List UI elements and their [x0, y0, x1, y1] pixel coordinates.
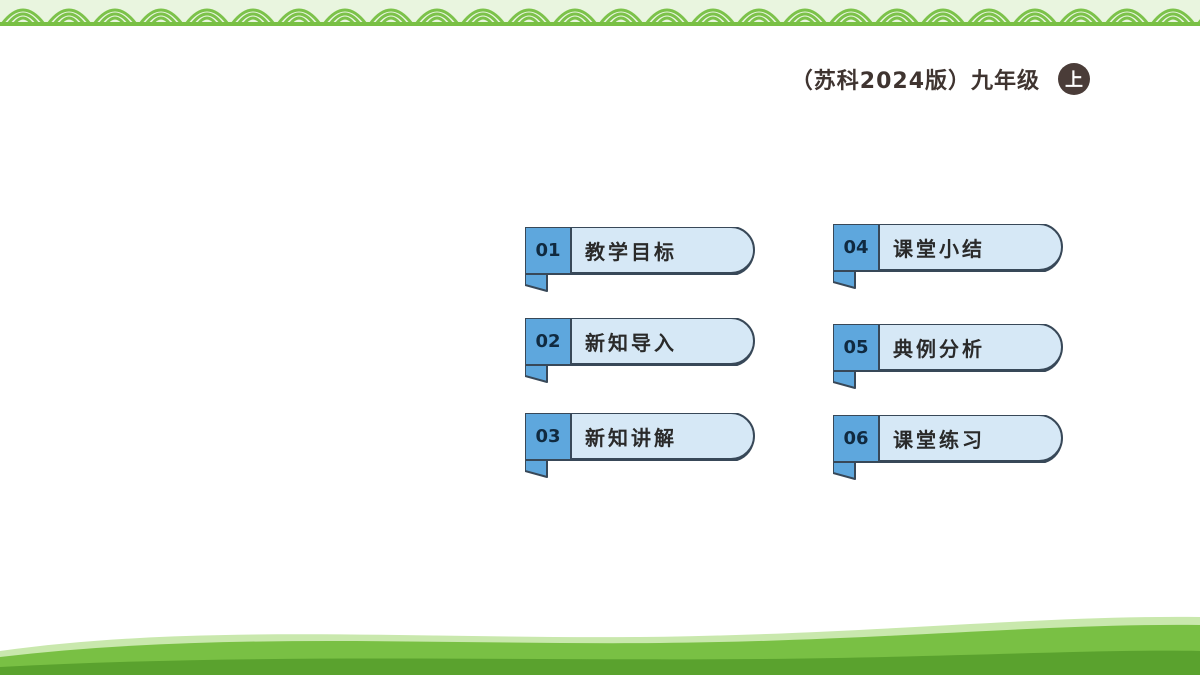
- toc-tab-shape: [833, 224, 1063, 289]
- toc-number: 05: [843, 337, 869, 358]
- volume-badge: 上: [1058, 63, 1090, 95]
- toc-number: 01: [535, 240, 561, 261]
- toc-item-2[interactable]: 02 新知导入: [525, 318, 765, 384]
- toc-tab-shape: [833, 415, 1063, 480]
- top-decorative-border: [0, 0, 1200, 26]
- toc-number: 06: [843, 428, 869, 449]
- toc-label: 课堂小结: [893, 237, 985, 261]
- toc-item-1[interactable]: 01 教学目标: [525, 227, 765, 293]
- toc-item-5[interactable]: 05 典例分析: [833, 324, 1073, 390]
- header: （苏科2024版）九年级 上: [791, 62, 1090, 96]
- toc-label: 典例分析: [893, 337, 985, 361]
- toc-label: 新知导入: [585, 331, 677, 355]
- toc-label: 新知讲解: [585, 426, 677, 450]
- toc-label: 课堂练习: [893, 428, 985, 452]
- toc-number: 02: [535, 331, 561, 352]
- toc-tab-shape: [833, 324, 1063, 389]
- toc-item-4[interactable]: 04 课堂小结: [833, 224, 1073, 290]
- bottom-decorative-wave: [0, 616, 1200, 675]
- edition-title: （苏科2024版）九年级: [790, 69, 1040, 94]
- toc-item-3[interactable]: 03 新知讲解: [525, 413, 765, 479]
- toc-label: 教学目标: [585, 240, 677, 264]
- toc-tab-shape: [525, 318, 755, 383]
- toc-tab-shape: [525, 227, 755, 292]
- toc-number: 04: [843, 237, 869, 258]
- toc-tab-shape: [525, 413, 755, 478]
- toc-number: 03: [535, 426, 561, 447]
- toc-item-6[interactable]: 06 课堂练习: [833, 415, 1073, 481]
